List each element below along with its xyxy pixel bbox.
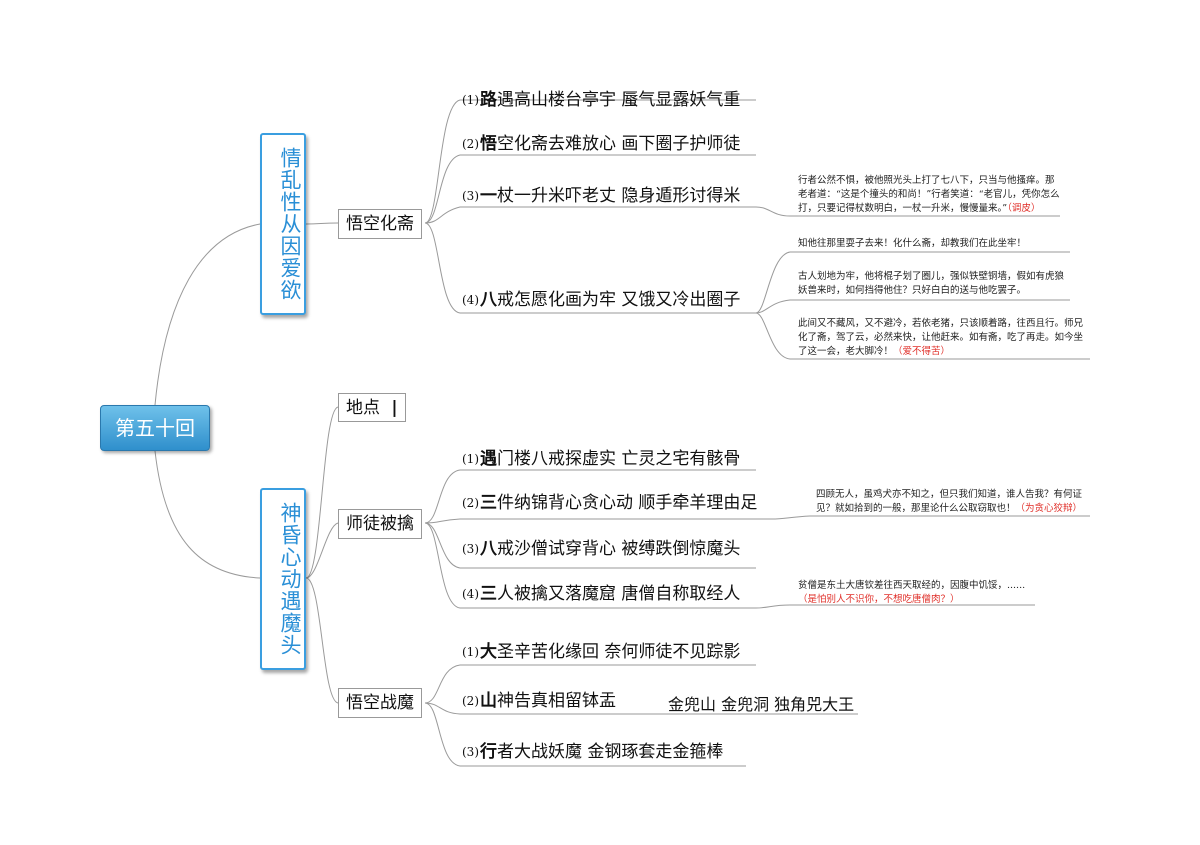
topic-location-label: 地点 [346,398,380,418]
quote-note-text: 此间又不藏风，又不避冷，若依老猪，只该顺着路，往西且行。师兄化了斋，驾了云，必然… [798,318,1084,357]
topic-shitu-beiqin[interactable]: 师徒被擒 [338,509,422,539]
topic-wukong-zhanmo[interactable]: 悟空战魔 [338,688,422,718]
item-lead: 三 [480,584,497,604]
topic-wukong-huazhai[interactable]: 悟空化斋 [338,209,422,239]
quote-note: 古人划地为牢，他将棍子划了圈儿，强似铁壁铜墙，假如有虎狼妖兽来时，如何挡得他住？… [798,270,1066,298]
item-text: 门楼八戒探虚实 亡灵之宅有骸骨 [497,449,741,469]
quote-note-comment: （调皮） [1007,203,1041,214]
item-lead: 三 [480,493,497,513]
item-number: (1) [462,452,479,466]
list-item[interactable]: (2)山神告真相留钵盂 [462,691,616,711]
quote-note: 此间又不藏风，又不避冷，若依老猪，只该顺着路，往西且行。师兄化了斋，驾了云，必然… [798,317,1084,359]
quote-note: 贫僧是东土大唐钦差往西天取经的，因腹中饥馁，...... （是怕别人不识你，不想吃… [798,579,1038,607]
list-item[interactable]: (3)八戒沙僧试穿背心 被缚跌倒惊魔头 [462,539,740,559]
item-number: (2) [462,496,479,510]
list-item[interactable]: (2)悟空化斋去难放心 画下圈子护师徒 [462,134,740,154]
item-number: (1) [462,93,479,107]
branch-node-1[interactable]: 情乱性从因爱欲 [260,133,306,315]
item-text: 杖一升米吓老丈 隐身遁形讨得米 [497,186,741,206]
item-text: 遇高山楼台亭宇 蜃气显露妖气重 [497,90,741,110]
item-text: 空化斋去难放心 画下圈子护师徒 [497,134,741,154]
branch-node-2[interactable]: 神昏心动遇魔头 [260,488,306,670]
item-text: 件纳锦背心贪心动 顺手牵羊理由足 [497,493,758,513]
quote-note-comment: （爱不得苦） [893,346,951,357]
item-lead: 八 [480,290,497,310]
item-number: (2) [462,694,479,708]
item-number: (3) [462,542,479,556]
quote-note: 行者公然不惧，被他照光头上打了七八下，只当与他搔痒。那老者道：“这是个撞头的和尚… [798,174,1062,216]
list-item[interactable]: (1)遇门楼八戒探虚实 亡灵之宅有骸骨 [462,449,740,469]
quote-note-comment: （是怕别人不识你，不想吃唐僧肉？） [798,594,960,605]
quote-note-comment: （为贪心狡辩） [1015,503,1083,514]
item-extra-places[interactable]: 金兜山 金兜洞 独角兕大王 [668,695,855,714]
item-lead: 路 [480,90,497,110]
root-node[interactable]: 第五十回 [100,405,210,451]
topic-location-marker: | [391,398,398,418]
item-number: (2) [462,137,479,151]
item-number: (4) [462,587,479,601]
quote-note-text: 四顾无人，虽鸡犬亦不知之，但只我们知道，谁人告我？有何证见？就如拾到的一般，那里… [816,489,1083,514]
quote-note-text: 古人划地为牢，他将棍子划了圈儿，强似铁壁铜墙，假如有虎狼妖兽来时，如何挡得他住？… [798,271,1065,296]
quote-note: 四顾无人，虽鸡犬亦不知之，但只我们知道，谁人告我？有何证见？就如拾到的一般，那里… [816,488,1090,516]
item-lead: 行 [480,742,497,762]
list-item[interactable]: (4)八戒怎愿化画为牢 又饿又冷出圈子 [462,290,740,310]
item-lead: 山 [480,691,497,711]
list-item[interactable]: (3)一杖一升米吓老丈 隐身遁形讨得米 [462,186,740,206]
quote-note-text: 知他往那里耍子去来！化什么斋，却教我们在此坐牢！ [798,238,1027,249]
item-text: 圣辛苦化缘回 奈何师徒不见踪影 [497,642,741,662]
list-item[interactable]: (1)大圣辛苦化缘回 奈何师徒不见踪影 [462,642,740,662]
list-item[interactable]: (4)三人被擒又落魔窟 唐僧自称取经人 [462,584,740,604]
list-item[interactable]: (1)路遇高山楼台亭宇 蜃气显露妖气重 [462,90,740,110]
item-text: 者大战妖魔 金钢琢套走金箍棒 [497,742,724,762]
topic-location[interactable]: 地点 | [338,393,406,422]
item-lead: 大 [480,642,497,662]
branch-node-2-label: 神昏心动遇魔头 [278,502,302,656]
item-number: (3) [462,745,479,759]
item-lead: 遇 [480,449,497,469]
branch-node-1-label: 情乱性从因爱欲 [278,147,302,301]
item-text: 人被擒又落魔窟 唐僧自称取经人 [497,584,741,604]
item-text: 神告真相留钵盂 [497,691,616,711]
quote-note-text: 贫僧是东土大唐钦差往西天取经的，因腹中饥馁，...... [798,580,1026,591]
item-lead: 八 [480,539,497,559]
quote-note: 知他往那里耍子去来！化什么斋，却教我们在此坐牢！ [798,237,1068,251]
item-text: 戒沙僧试穿背心 被缚跌倒惊魔头 [497,539,741,559]
item-number: (4) [462,293,479,307]
item-number: (1) [462,645,479,659]
quote-note-text: 行者公然不惧，被他照光头上打了七八下，只当与他搔痒。那老者道：“这是个撞头的和尚… [798,175,1060,214]
item-lead: 悟 [480,134,497,154]
list-item[interactable]: (2)三件纳锦背心贪心动 顺手牵羊理由足 [462,493,757,513]
item-text: 戒怎愿化画为牢 又饿又冷出圈子 [497,290,741,310]
item-lead: 一 [480,186,497,206]
list-item[interactable]: (3)行者大战妖魔 金钢琢套走金箍棒 [462,742,723,762]
item-number: (3) [462,189,479,203]
